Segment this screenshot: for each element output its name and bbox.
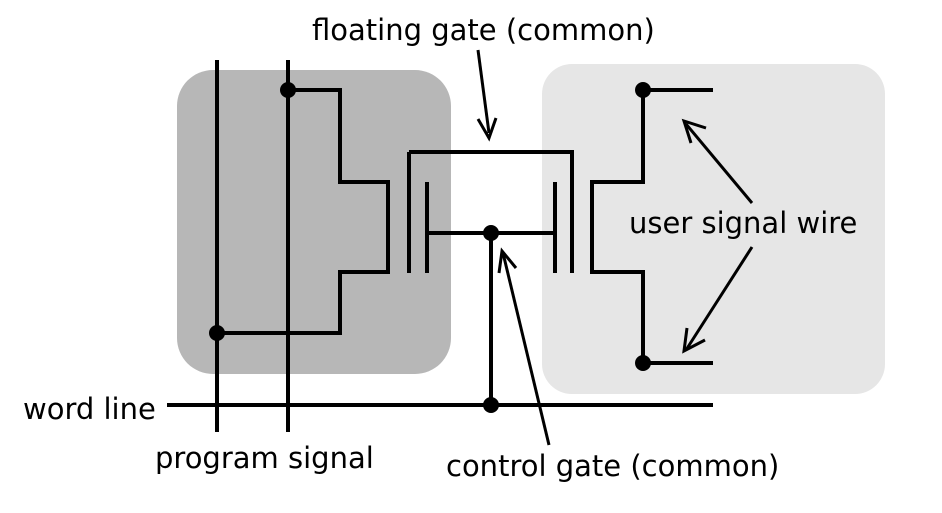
junction-dot [483,225,499,241]
program-transistor-drain-path [217,88,390,335]
junction-dot [635,82,651,98]
word-line-label: word line [23,392,156,426]
junction-dot [280,82,296,98]
control-gate-label: control gate (common) [446,449,780,483]
floating-gate-arrowhead [476,117,498,142]
user-signal-arrowhead-upper [681,118,707,144]
user-signal-arrowhead-lower [682,327,706,354]
signal-transistor-region [542,64,885,394]
control-gate-arrowhead [497,247,518,274]
user-signal-arrow-upper [684,123,754,204]
program-signal-label: program signal [155,441,374,475]
user-signal-arrow-lower [684,246,754,351]
floating-gate-label: floating gate (common) [312,13,655,47]
user-signal-wire-label: user signal wire [629,206,858,240]
signal-transistor-drain-path [590,88,713,365]
floating-gate-arrow [476,49,491,134]
junction-dot [635,355,651,371]
junction-dot [483,397,499,413]
program-transistor-region [177,70,451,374]
junction-dot [209,325,225,341]
floating-gate-wire [409,150,574,273]
control-gate-arrow [501,252,551,446]
